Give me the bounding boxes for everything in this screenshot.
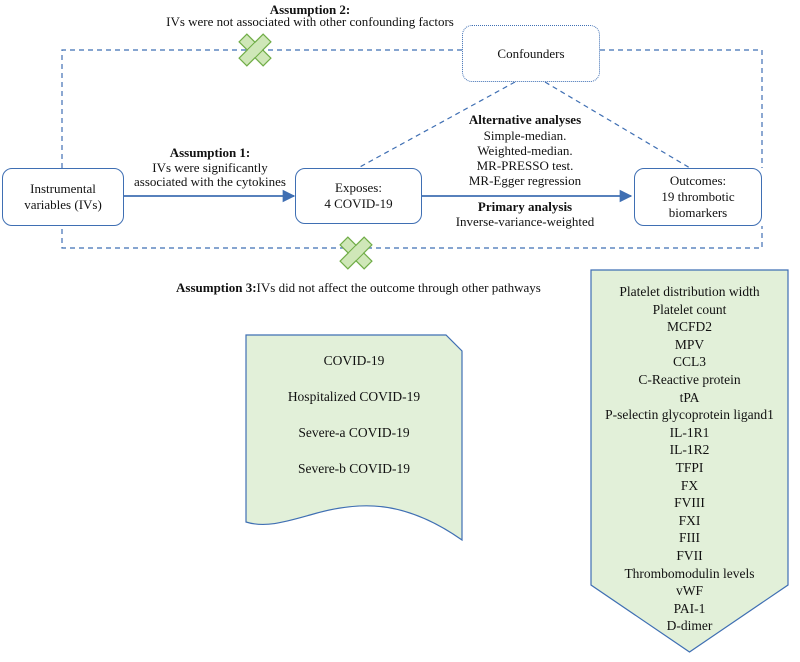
outcomes-box: Outcomes: 19 thrombotic biomarkers xyxy=(634,168,762,226)
confounders-label: Confounders xyxy=(497,45,565,61)
biomarkers-list: Platelet distribution width Platelet cou… xyxy=(591,283,788,635)
list-item: PAI-1 xyxy=(673,600,706,616)
outcomes-line: Outcomes: xyxy=(669,173,727,188)
list-item: P-selectin glycoprotein ligand1 xyxy=(605,407,774,423)
exposes-line: Exposes: xyxy=(335,180,382,195)
list-item: FVII xyxy=(676,547,703,563)
instrumental-line: Instrumental xyxy=(30,181,96,196)
alternative-item: Simple-median. xyxy=(483,128,567,143)
assumption2-title: Assumption 2: xyxy=(269,2,351,17)
list-item: C-Reactive protein xyxy=(638,371,741,387)
instrumental-line: variables (IVs) xyxy=(24,197,102,212)
list-item: FIII xyxy=(679,530,700,546)
list-item: IL-1R2 xyxy=(669,442,710,458)
list-item: Platelet distribution width xyxy=(619,284,760,299)
confounders-to-exposes-dashed xyxy=(357,81,516,169)
confounders-to-outcomes-dashed xyxy=(600,49,763,168)
exposes-box: Exposes: 4 COVID-19 xyxy=(295,168,422,224)
assumption2-dashed-path xyxy=(61,49,462,168)
list-item: MCFD2 xyxy=(666,319,712,335)
cross-icon xyxy=(238,33,272,67)
assumption1-line: associated with the cytokines xyxy=(134,174,286,189)
instrumental-variables-box: Instrumental variables (IVs) xyxy=(2,168,124,226)
list-item: Platelet count xyxy=(652,301,727,317)
alternative-item: MR-Egger regression xyxy=(468,173,582,188)
list-item: Thrombomodulin levels xyxy=(624,565,755,581)
confounders-to-outcomes-diag-dashed xyxy=(544,81,691,169)
list-item: Severe-b COVID-19 xyxy=(297,461,411,476)
assumption3-text: Assumption 3:IVs did not affect the outc… xyxy=(176,280,541,296)
alternative-item: MR-PRESSO test. xyxy=(476,158,574,173)
list-item: vWF xyxy=(676,583,703,599)
confounders-box: Confounders xyxy=(462,25,600,82)
list-item: tPA xyxy=(679,389,700,405)
assumption1-title: Assumption 1: xyxy=(169,145,251,160)
assumption1-line: IVs were significantly xyxy=(152,160,268,175)
alternative-item: Weighted-median. xyxy=(477,143,573,158)
exposes-line: 4 COVID-19 xyxy=(324,196,393,211)
list-item: IL-1R1 xyxy=(669,424,710,440)
list-item: CCL3 xyxy=(672,354,706,370)
alternative-analyses-title: Alternative analyses xyxy=(468,112,582,127)
list-item: FVIII xyxy=(674,495,705,511)
assumption3-dashed-path xyxy=(61,220,763,249)
list-item: TFPI xyxy=(675,459,704,475)
outcomes-line: biomarkers xyxy=(668,205,728,220)
exposures-list: COVID-19 Hospitalized COVID-19 Severe-a … xyxy=(246,353,462,497)
list-item: FX xyxy=(680,477,699,493)
list-item: FXI xyxy=(678,512,701,528)
list-item: D-dimer xyxy=(666,618,713,634)
cross-icon xyxy=(339,236,373,270)
biomarkers-chevron-shape xyxy=(590,269,789,653)
list-item: Hospitalized COVID-19 xyxy=(287,389,421,404)
list-item: Severe-a COVID-19 xyxy=(298,425,410,440)
list-item: MPV xyxy=(674,336,705,352)
assumption3-body: IVs did not affect the outcome through o… xyxy=(256,280,541,295)
outcomes-line: 19 thrombotic xyxy=(661,189,735,204)
primary-analysis-title: Primary analysis xyxy=(477,199,573,214)
exposures-document-shape xyxy=(245,334,463,542)
list-item: COVID-19 xyxy=(323,353,385,368)
assumption2-text: IVs were not associated with other confo… xyxy=(166,14,454,29)
assumption3-title: Assumption 3: xyxy=(176,280,257,295)
primary-analysis-text: Inverse-variance-weighted xyxy=(455,214,595,229)
